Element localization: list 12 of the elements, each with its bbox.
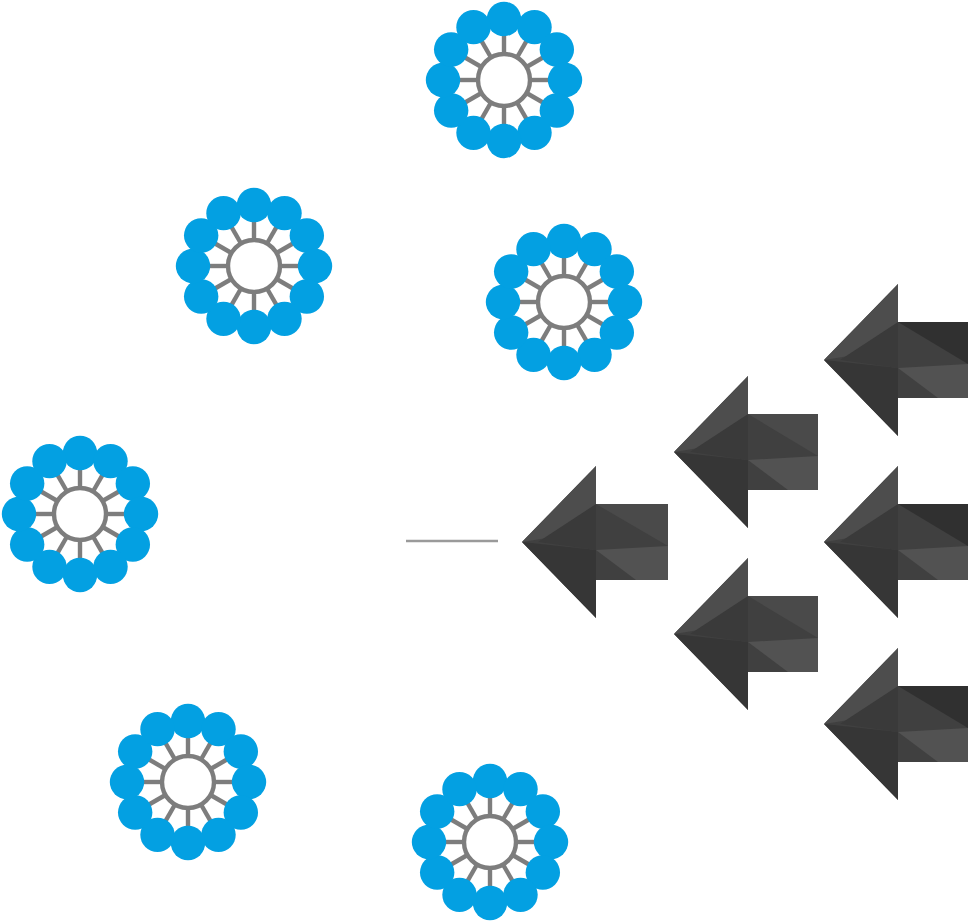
virus-icon <box>175 187 333 345</box>
virus-icon <box>1 435 159 593</box>
arrow-icon <box>824 284 968 436</box>
virus-icon <box>411 763 569 921</box>
arrow-icon <box>522 466 668 618</box>
arrow-icon <box>674 558 818 710</box>
arrow-icon <box>824 466 968 618</box>
virus-icon <box>109 703 267 861</box>
arrow-icon <box>674 376 818 528</box>
arrow-icon <box>824 648 968 800</box>
virus-icon <box>485 223 643 381</box>
virus-icon <box>425 1 583 159</box>
